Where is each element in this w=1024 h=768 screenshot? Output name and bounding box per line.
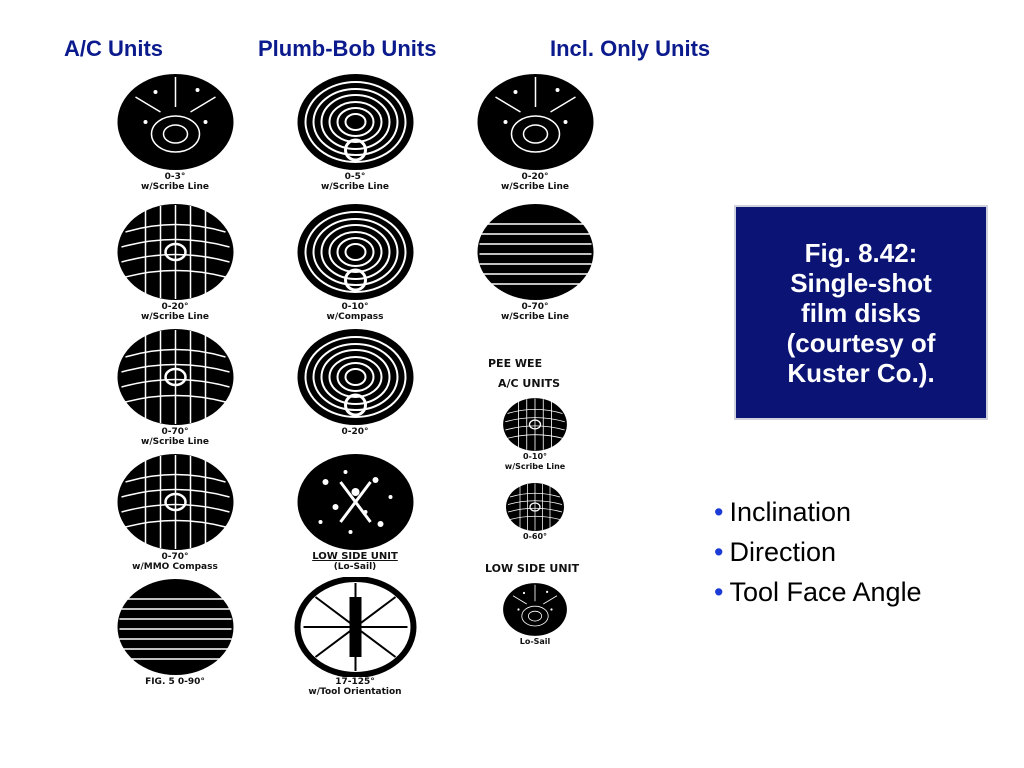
disk-caption-sub: w/Scribe Line (141, 312, 209, 322)
figure-caption-box: Fig. 8.42: Single-shot film disks (court… (734, 205, 988, 420)
pee-wee-label: PEE WEE (488, 357, 543, 370)
disk-incl-0-70: 0-70° w/Scribe Line (455, 202, 615, 322)
figure-caption-line: Fig. 8.42: (804, 237, 918, 268)
disk-caption: 17-125° (335, 677, 375, 687)
film-disk-icon (113, 202, 238, 302)
bullet-item: •Direction (714, 532, 922, 572)
disk-caption-sub: w/Scribe Line (501, 312, 569, 322)
bullet-text: Inclination (729, 497, 852, 527)
disk-plumb-0-20: 0-20° (275, 327, 435, 437)
disk-plumb-0-10: 0-10° w/Compass (275, 202, 435, 322)
disk-ac-0-3: 0-3° w/Scribe Line (95, 72, 255, 192)
bullet-text: Tool Face Angle (729, 577, 922, 607)
bullet-dot-icon: • (714, 537, 724, 567)
film-disk-icon (113, 327, 238, 427)
disk-ac-0-90: FIG. 5 0-90° (95, 577, 255, 687)
disk-caption: 0-10° (341, 302, 369, 312)
figure-caption-line: Single-shot (790, 267, 932, 298)
film-disk-icon (293, 327, 418, 427)
disk-caption-sub: w/Scribe Line (504, 462, 566, 471)
film-disk-icon (293, 577, 418, 677)
disk-ac-0-70: 0-70° w/Scribe Line (95, 327, 255, 447)
film-disk-icon (502, 582, 568, 637)
disk-incl-lo-sail: Lo-Sail (495, 582, 575, 647)
disk-plumb-0-5: 0-5° w/Scribe Line (275, 72, 435, 192)
disk-caption: LOW SIDE UNIT (312, 551, 398, 562)
disk-caption: 0-60° (522, 532, 548, 541)
disk-caption-sub: w/Tool Orientation (308, 687, 402, 697)
film-disk-icon (113, 577, 238, 677)
film-disk-icon (473, 72, 598, 172)
ac-units-label: A/C UNITS (498, 377, 561, 390)
disk-caption: 0-70° (161, 552, 189, 562)
disk-caption-sub: (Lo-Sail) (333, 562, 377, 572)
disk-caption-sub: w/Scribe Line (501, 182, 569, 192)
header-plumb-bob-units: Plumb-Bob Units (258, 36, 437, 61)
disk-caption: 0-5° (344, 172, 366, 182)
disk-caption: 0-70° (521, 302, 549, 312)
disk-caption: 0-10° (522, 452, 548, 461)
disk-caption: Lo-Sail (519, 637, 551, 646)
figure-caption-line: Kuster Co.). (787, 357, 935, 388)
disk-ac-0-70-compass: 0-70° w/MMO Compass (95, 452, 255, 572)
figure-caption-line: (courtesy of (786, 327, 936, 358)
disk-caption: 0-70° (161, 427, 189, 437)
bullet-dot-icon: • (714, 577, 724, 607)
film-disk-icon (293, 452, 418, 552)
film-disk-icon (502, 482, 568, 532)
film-disk-icon (293, 72, 418, 172)
film-disk-icon (502, 397, 568, 452)
disk-plumb-17-125: 17-125° w/Tool Orientation (275, 577, 435, 697)
disk-caption: 0-20° (161, 302, 189, 312)
disk-ac-0-20: 0-20° w/Scribe Line (95, 202, 255, 322)
disk-incl-0-60: 0-60° (495, 482, 575, 542)
bullet-item: •Inclination (714, 492, 922, 532)
bullet-dot-icon: • (714, 497, 724, 527)
disk-caption: 0-3° (164, 172, 186, 182)
disk-caption-sub: w/Scribe Line (321, 182, 389, 192)
disk-caption: 0-20° (341, 427, 369, 437)
disk-plumb-low-side: LOW SIDE UNIT (Lo-Sail) (275, 452, 435, 572)
film-disk-icon (293, 202, 418, 302)
film-disk-icon (473, 202, 598, 302)
disk-caption-sub: w/Scribe Line (141, 182, 209, 192)
film-disk-icon (113, 72, 238, 172)
disk-incl-0-20: 0-20° w/Scribe Line (455, 72, 615, 192)
film-disk-icon (113, 452, 238, 552)
bullet-item: •Tool Face Angle (714, 572, 922, 612)
disk-incl-0-10: 0-10° w/Scribe Line (495, 397, 575, 472)
disk-caption-sub: w/Scribe Line (141, 437, 209, 447)
header-incl-only-units: Incl. Only Units (550, 36, 711, 61)
disk-caption-sub: w/MMO Compass (132, 562, 218, 572)
bullet-text: Direction (729, 537, 836, 567)
disk-caption: FIG. 5 0-90° (145, 677, 205, 687)
disk-caption-sub: w/Compass (326, 312, 384, 322)
disk-caption: 0-20° (521, 172, 549, 182)
figure-caption-line: film disks (801, 297, 921, 328)
header-ac-units: A/C Units (64, 36, 163, 61)
low-side-unit-label: LOW SIDE UNIT (485, 562, 580, 575)
bullet-list: •Inclination •Direction •Tool Face Angle (714, 492, 922, 612)
film-disks-figure: 0-3° w/Scribe Line 0-20° w/Scribe Line 0… (80, 72, 640, 697)
